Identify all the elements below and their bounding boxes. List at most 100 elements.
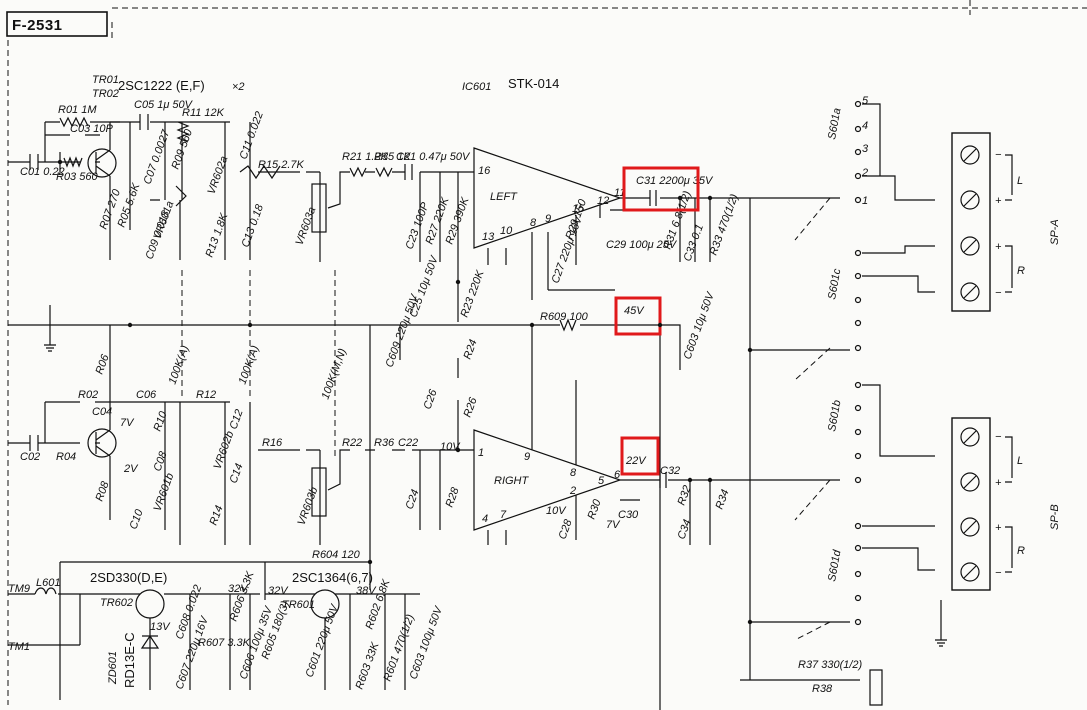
sp-a-brackets (1005, 154, 1013, 293)
s601d-label: S601d (826, 548, 843, 582)
sp-b-r-minus: − (995, 567, 1002, 579)
sp-a-terminal-3[interactable] (960, 236, 980, 256)
voltage-45v: 45V (624, 305, 645, 317)
left-amp-label: LEFT (490, 191, 518, 203)
c10-label: C10 (128, 507, 146, 531)
s601a-pos3: 3 (862, 143, 869, 155)
r11-label: R11 12K (182, 107, 225, 119)
tr01-ref: TR01 (92, 74, 119, 86)
r16-label: R16 (262, 437, 283, 449)
sp-a-r-plus: + (995, 241, 1002, 253)
sp-a-l-plus: + (995, 195, 1002, 207)
r35-symbol (375, 166, 393, 178)
vr603b-label: VR603b (296, 486, 321, 527)
r606-label: R606 3.3K (228, 569, 257, 623)
sp-b-terminal-4[interactable] (960, 562, 980, 582)
sp-b-brackets (1005, 436, 1013, 573)
c03-label: C03 10P (70, 123, 113, 135)
sp-a-screw-slots (963, 148, 977, 299)
right-pin-4: 4 (482, 513, 488, 525)
highlight-45v (614, 296, 662, 336)
gang-linkages (181, 270, 336, 460)
r01-label: R01 1M (58, 104, 97, 116)
r604-label: R604 120 (312, 549, 361, 561)
c31-label: C31 2200μ 35V (636, 175, 714, 187)
sp-b-terminal-2[interactable] (960, 472, 980, 492)
r35-label: R35 1K (374, 151, 411, 163)
s601a-pos2: 2 (861, 167, 868, 179)
sp-b-l-label: L (1017, 455, 1023, 467)
ground-symbols (44, 305, 947, 647)
c05-label: C05 1μ 50V (134, 99, 194, 111)
r05-label: R05 5.6K (116, 181, 143, 229)
c02-label: C02 (20, 451, 40, 463)
right-pin-5: 5 (598, 475, 605, 487)
c28-label: C28 (557, 517, 575, 541)
r15-label: R15 2.7K (258, 159, 305, 171)
switch-s601b[interactable] (854, 381, 862, 484)
r607-label: R607 3.3K (198, 637, 251, 649)
voltage-22v: 22V (625, 455, 647, 467)
voltage-32v-a: 32V (228, 583, 249, 595)
switch-s601a[interactable] (854, 100, 862, 204)
tr01-symbol (87, 148, 117, 178)
r09-label: R09 560 (170, 127, 196, 171)
psu-input (8, 593, 110, 646)
vr601a-wiper (150, 185, 187, 207)
vr602a-label: VR602a (206, 155, 231, 196)
tr01-qty: ×2 (232, 81, 245, 93)
r603-label: R603 33K (354, 640, 382, 691)
sp-a-terminal-4[interactable] (960, 282, 980, 302)
sp-b-screw-slots (963, 430, 977, 579)
voltage-13v: 13V (150, 621, 171, 633)
r08-label: R08 (94, 479, 112, 503)
c04-label: C04 (92, 406, 112, 418)
right-feedback-wire (44, 325, 130, 443)
r21-label: R21 1.2K (342, 151, 389, 163)
s601a-pos1: 1 (862, 195, 868, 207)
c11-label: C11 0.022 (238, 110, 266, 161)
tr602-leads (110, 593, 260, 690)
r38-label: R38 (812, 683, 833, 695)
r04-label: R04 (56, 451, 76, 463)
tr602-ref: TR602 (100, 597, 133, 609)
c30-label: C30 (618, 509, 639, 521)
rail-taps (399, 324, 681, 370)
s601c-label: S601c (826, 267, 843, 300)
right-pin-8: 8 (570, 467, 577, 479)
sp-b-name: SP-B (1049, 504, 1061, 530)
switch-s601c[interactable] (854, 249, 862, 352)
voltage-2v: 2V (123, 463, 139, 475)
ic601-part: STK-014 (508, 76, 559, 91)
voltage-10v-b: 10V (546, 505, 567, 517)
sp-b-terminal-1[interactable] (960, 427, 980, 447)
r28-label: R28 (444, 485, 462, 509)
right-pin-6: 6 (614, 469, 621, 481)
s601a-label: S601a (826, 107, 843, 140)
r609-label: R609 100 (540, 311, 589, 323)
sp-b-terminal-3[interactable] (960, 517, 980, 537)
tr602-symbol (135, 589, 165, 619)
sp-b-l-minus: − (995, 431, 1002, 443)
vr603-value: 100K(M,N) (320, 347, 350, 401)
tr02-leads (95, 401, 251, 545)
switch-s601d[interactable] (854, 522, 862, 626)
r37-label: R37 330(1/2) (798, 659, 863, 671)
switch-linkage (794, 197, 831, 641)
l601-label: L601 (36, 577, 60, 589)
sp-a-terminal-2[interactable] (960, 190, 980, 210)
c13-label: C13 0.18 (240, 202, 267, 249)
right-pin-9: 9 (524, 451, 530, 463)
r21-symbol (349, 166, 367, 178)
left-input-chain (327, 171, 474, 209)
sp-b-l-plus: + (995, 477, 1002, 489)
r03-label: R03 560 (56, 171, 98, 183)
sp-a-terminal-1[interactable] (960, 145, 980, 165)
c601-label: C601 220μ 50V (304, 602, 342, 679)
sp-b-terminal-block (951, 417, 991, 591)
vr603a-symbol (311, 183, 327, 233)
l601-symbol (34, 587, 57, 595)
c603-label: C603 10μ 50V (682, 289, 718, 361)
supply-rail (8, 324, 661, 710)
tr01-part: 2SC1222 (E,F) (118, 78, 205, 93)
